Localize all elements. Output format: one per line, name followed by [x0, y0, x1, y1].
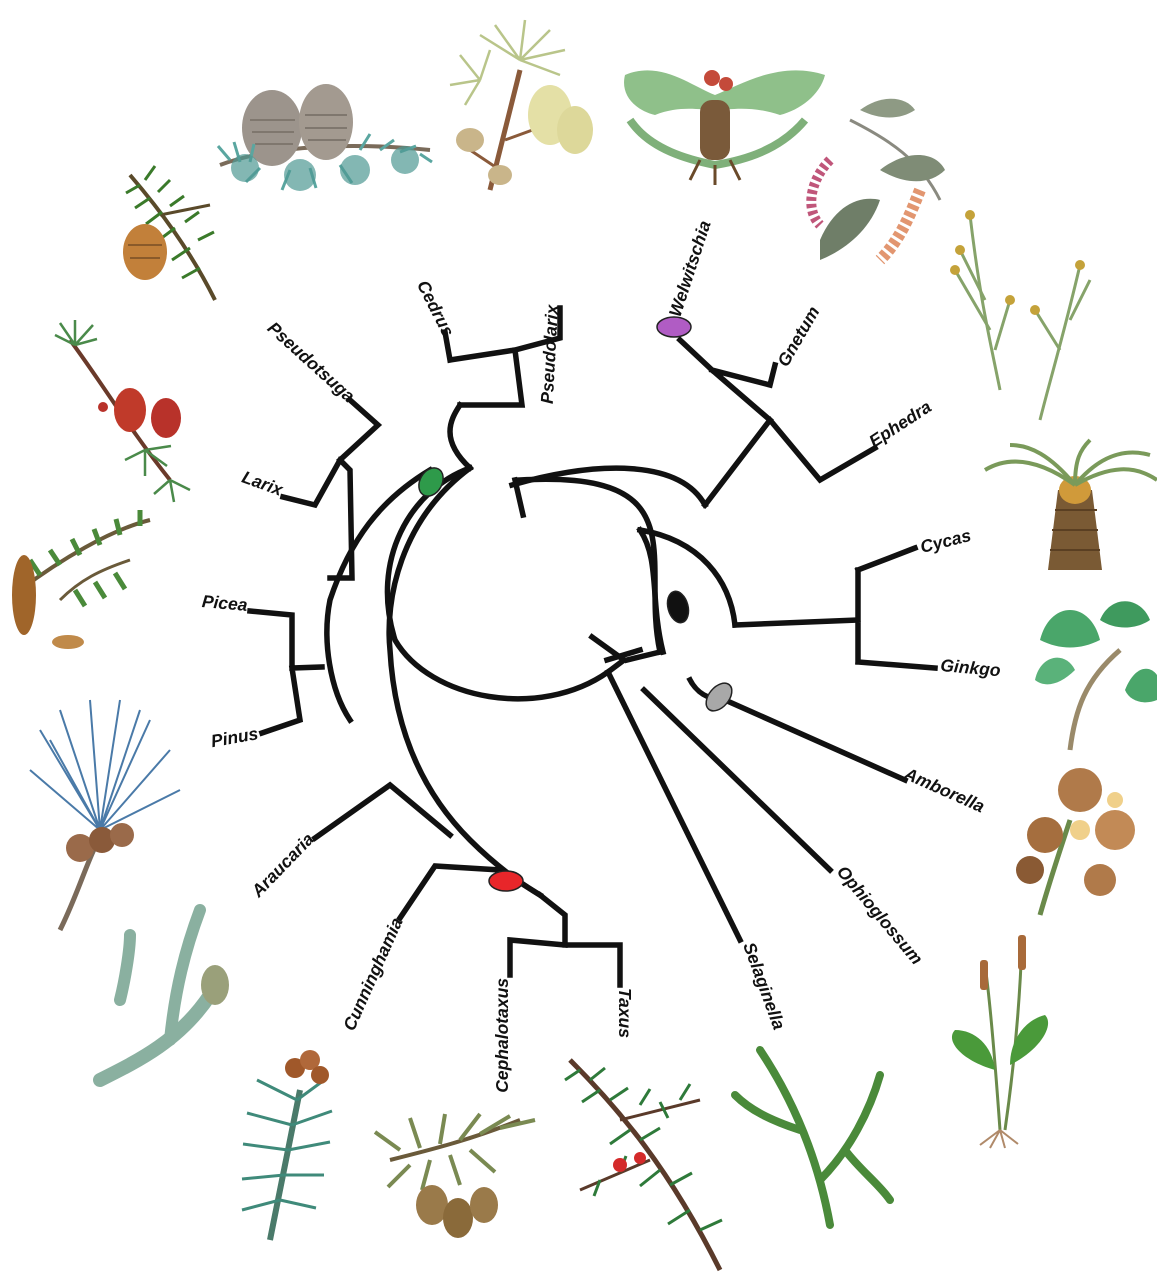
conifer-arc [389, 468, 540, 895]
selaginella-illustration [735, 1050, 890, 1225]
taxon-cycas: Cycas [918, 525, 973, 557]
taxon-welwitschia: Welwitschia [665, 218, 715, 319]
pinus-picea [250, 611, 322, 733]
larix-illustration [55, 320, 190, 502]
araucaria-illustration [100, 910, 229, 1080]
pseudotsuga-illustration [123, 166, 215, 300]
taxus-illustration [565, 1060, 722, 1270]
gnetales-marker [657, 317, 691, 337]
taxon-ephedra: Ephedra [865, 396, 935, 451]
ophioglossum-illustration [952, 935, 1048, 1148]
cephalotaxus-illustration [375, 1114, 535, 1238]
taxon-picea: Picea [201, 591, 249, 615]
ephedra-illustration [950, 210, 1090, 420]
pinus-illustration [30, 700, 180, 930]
taxon-cedrus: Cedrus [413, 277, 458, 340]
spermatophyte-arc [515, 479, 660, 652]
pseudolarix-illustration [450, 20, 593, 190]
taxon-amborella: Amborella [900, 763, 987, 817]
taxon-pseudolarix: Pseudolarix [537, 303, 562, 404]
larix-pseudotsuga [283, 400, 378, 578]
taxon-taxus: Taxus [615, 988, 635, 1038]
welwitschia-illustration [624, 70, 825, 185]
cunninghamia-illustration [242, 1050, 332, 1240]
seed-plant-arc [387, 468, 608, 699]
cycas-illustration [985, 440, 1157, 570]
cupressophyte-stem [510, 895, 620, 985]
taxon-larix: Larix [239, 467, 286, 501]
taxon-cunninghamia: Cunninghamia [339, 914, 407, 1033]
amborella-illustration [1016, 768, 1135, 915]
taxon-cephalotaxus: Cephalotaxus [492, 978, 512, 1093]
taxon-labels: Welwitschia Gnetum Ephedra Cycas Ginkgo … [201, 218, 1002, 1093]
cedrus-cone-illustration [218, 84, 432, 191]
cupressophyte-marker [489, 871, 523, 891]
taxon-araucaria: Araucaria [247, 829, 318, 902]
root-spine [592, 637, 624, 672]
plant-illustrations [12, 20, 1157, 1270]
taxon-ginkgo: Ginkgo [940, 655, 1002, 680]
tree-branches [250, 308, 935, 985]
gnetum-illustration [811, 99, 945, 260]
taxon-ophioglossum: Ophioglossum [833, 862, 927, 969]
gnetales-stem [680, 340, 875, 505]
taxon-pseudotsuga: Pseudotsuga [264, 318, 359, 407]
taxon-selaginella: Selaginella [739, 940, 789, 1033]
taxon-gnetum: Gnetum [773, 303, 823, 370]
picea-illustration [12, 510, 150, 649]
seed-plant-marker [664, 589, 692, 625]
cycas-ginkgo [735, 548, 935, 668]
taxon-pinus: Pinus [209, 723, 260, 751]
ginkgo-illustration [1035, 601, 1157, 750]
selaginella-branch [608, 672, 740, 940]
pinaceae-stem [450, 405, 470, 468]
